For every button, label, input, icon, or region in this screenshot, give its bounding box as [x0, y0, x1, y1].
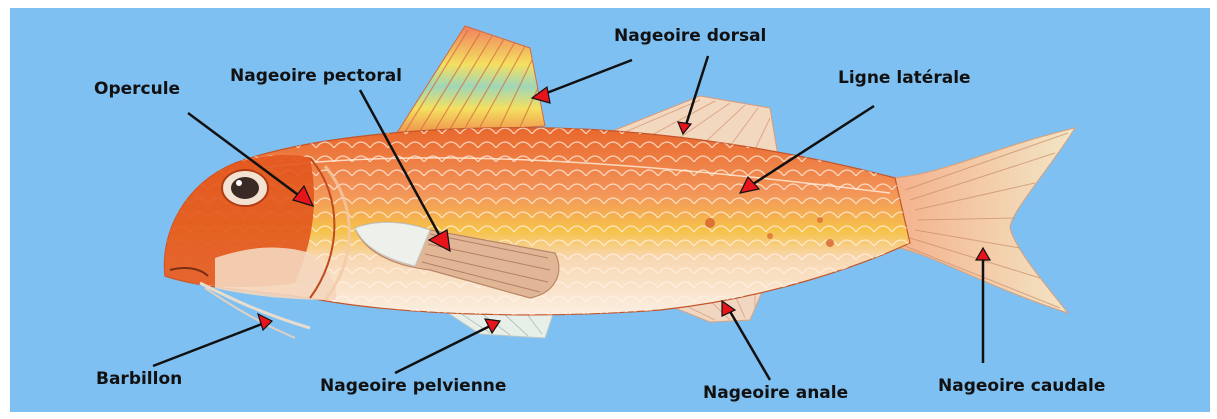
diagram-canvas: Opercule Nageoire pectoral Nageoire dors…	[10, 8, 1210, 412]
label-barbillon: Barbillon	[96, 371, 182, 388]
arrow-barbillon	[153, 324, 262, 366]
label-nageoire-pelvienne: Nageoire pelvienne	[320, 378, 506, 395]
label-ligne-laterale: Ligne latérale	[838, 70, 971, 87]
arrow-nageoire-pelvienne	[395, 326, 490, 373]
label-nageoire-pectoral: Nageoire pectoral	[230, 68, 402, 85]
label-nageoire-anale: Nageoire anale	[703, 385, 848, 402]
label-nageoire-caudale: Nageoire caudale	[938, 378, 1105, 395]
arrow-nageoire-dorsal-1	[544, 60, 632, 94]
first-dorsal-fin	[395, 26, 545, 136]
label-nageoire-dorsal: Nageoire dorsal	[614, 28, 766, 45]
label-opercule: Opercule	[94, 81, 180, 98]
arrowhead-barbillon	[258, 314, 272, 330]
fish-illustration	[10, 8, 1210, 412]
